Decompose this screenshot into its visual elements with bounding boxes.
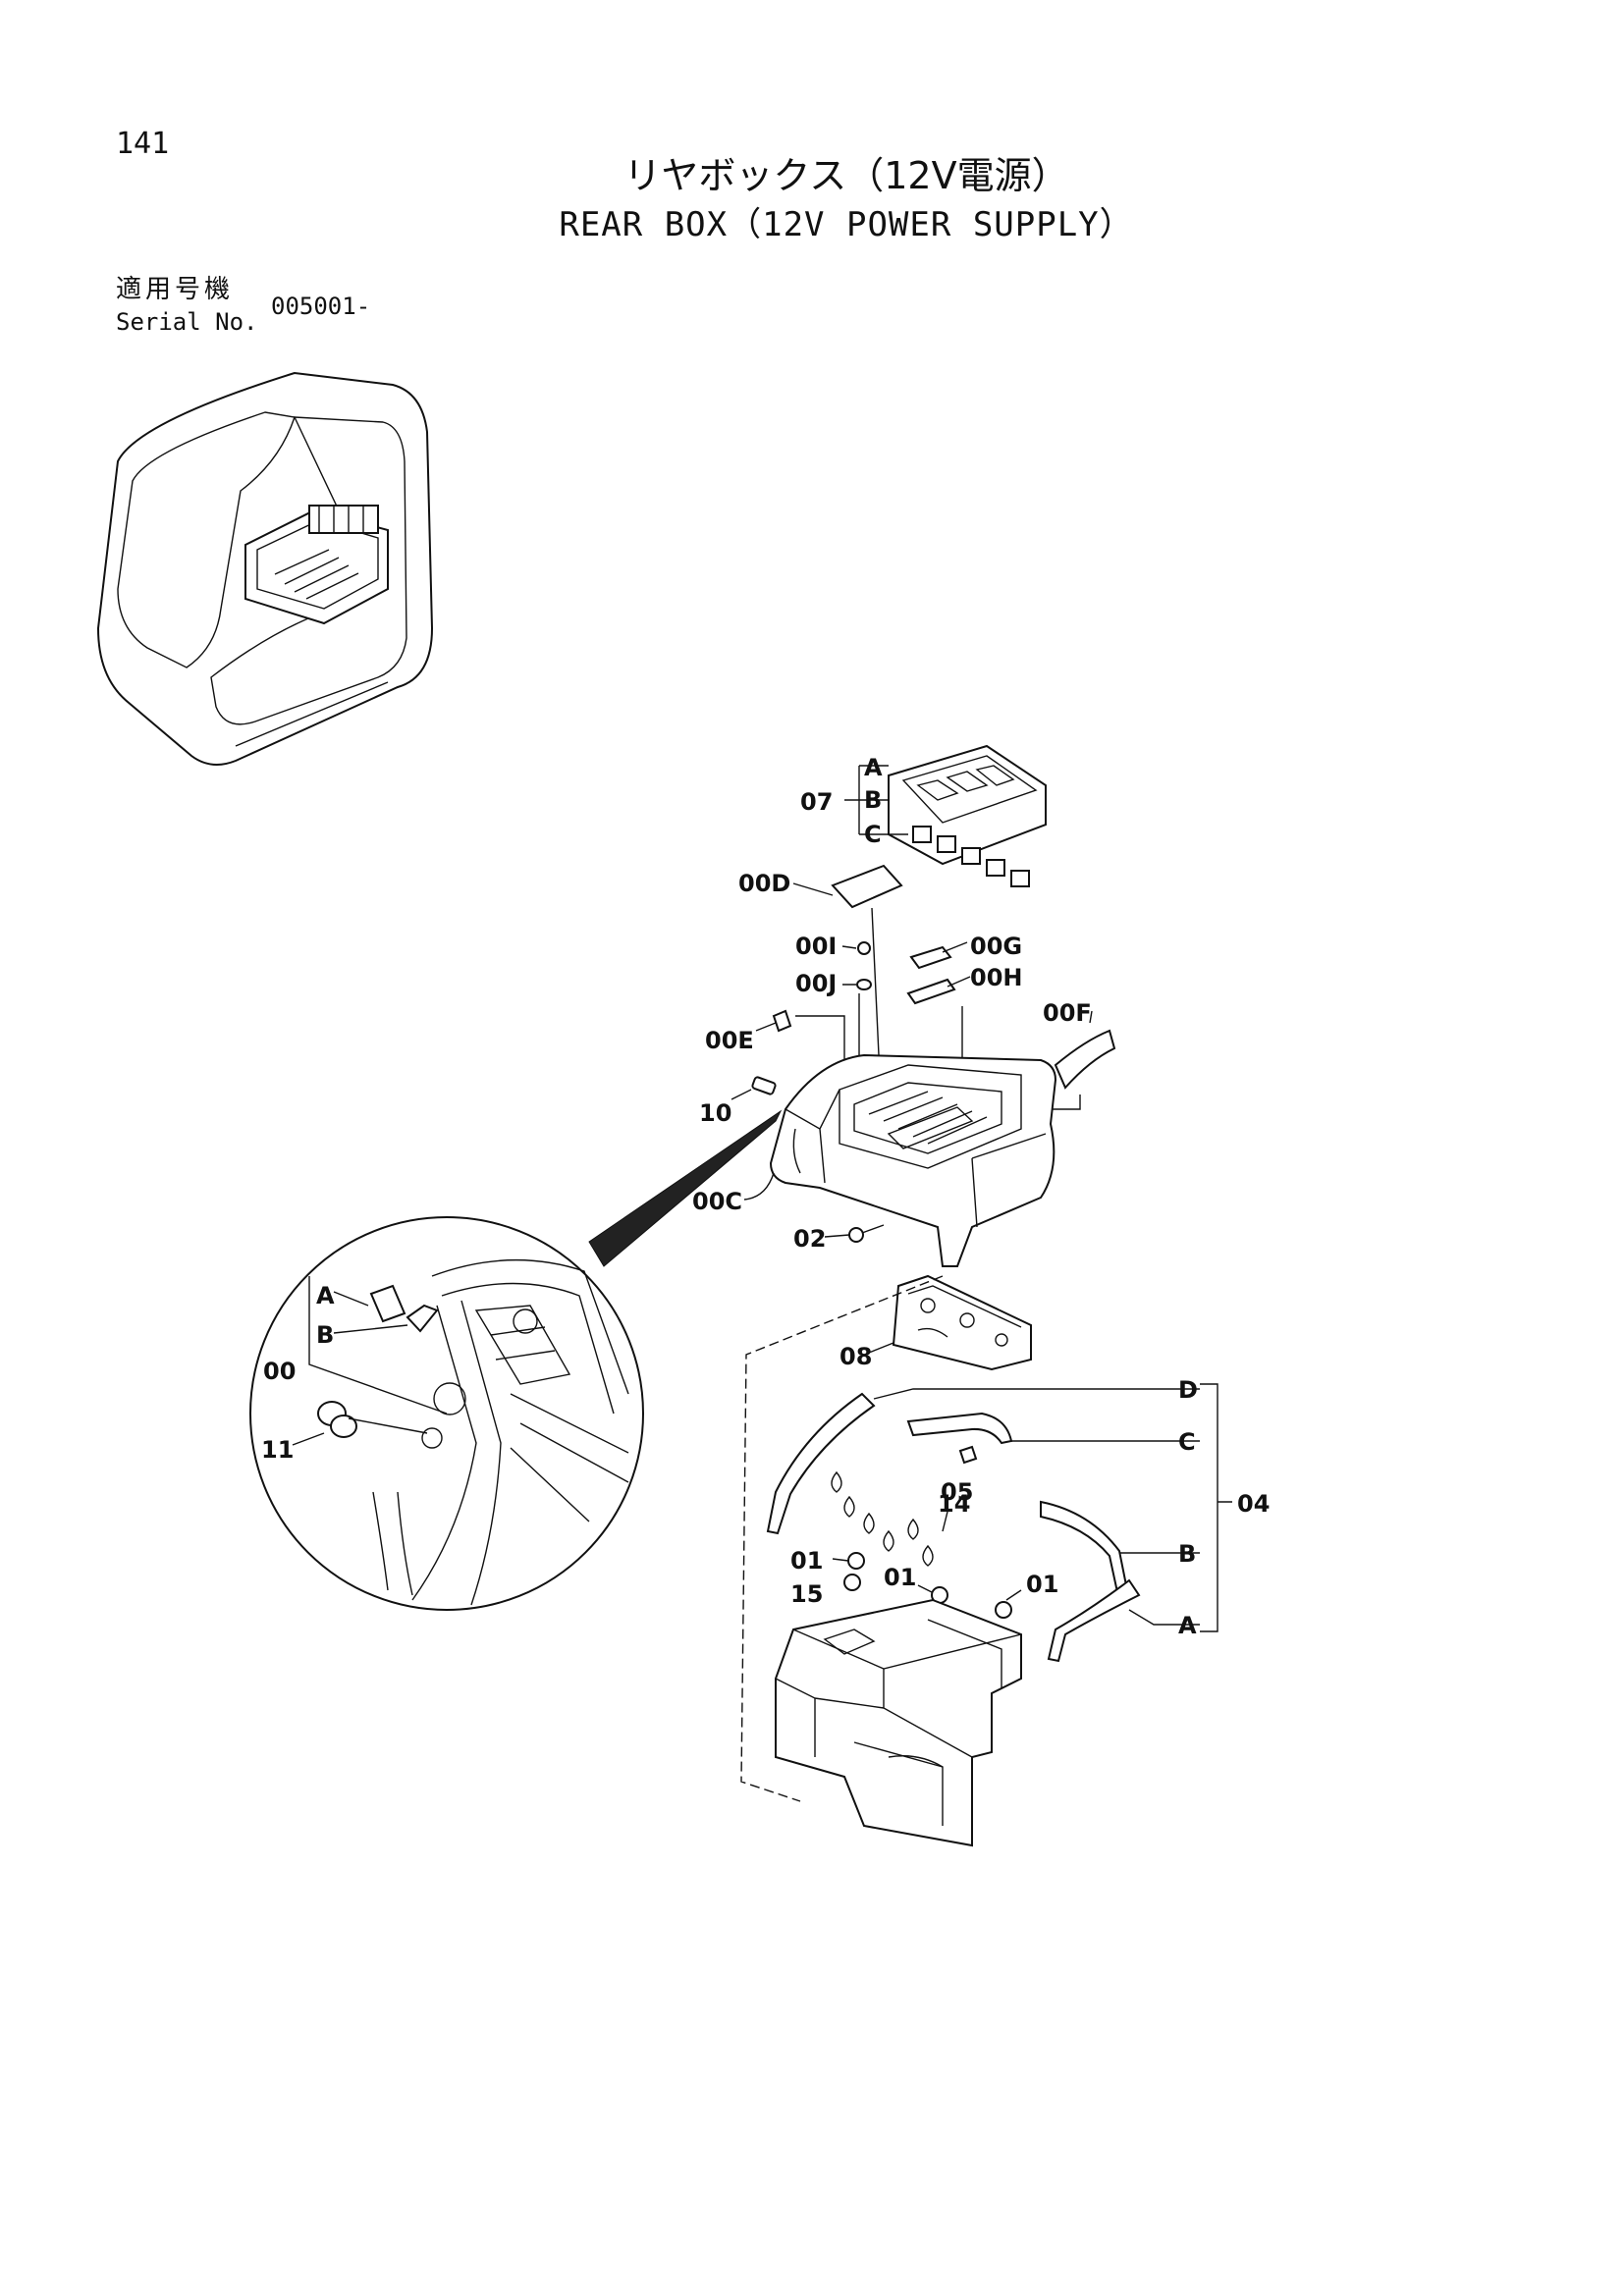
detail-magnified-view (249, 1216, 644, 1611)
callout-07: 07 (800, 788, 833, 816)
base-frame (775, 1598, 1022, 1847)
callout-04: 04 (1237, 1490, 1270, 1518)
part-14-clips (831, 1470, 934, 1567)
cab-overview-illustration (96, 371, 434, 766)
serial-label-japanese: 適用号機 (116, 275, 235, 304)
detail-callout-00: 00 (263, 1358, 296, 1385)
callout-04-C: C (1178, 1428, 1196, 1456)
part-00G (909, 945, 952, 970)
part-00E (772, 1009, 792, 1033)
detail-callout-A: A (316, 1282, 335, 1309)
callout-02: 02 (793, 1225, 826, 1253)
part-07-relay-box (888, 744, 1047, 887)
callout-00E: 00E (705, 1027, 754, 1054)
rear-box-body (769, 1053, 1057, 1267)
detail-callout-wedge (588, 1109, 783, 1267)
page-title-english: REAR BOX（12V POWER SUPPLY） (559, 205, 1134, 244)
callout-08: 08 (839, 1343, 872, 1370)
part-02-screw (848, 1224, 885, 1243)
callout-01-a: 01 (790, 1547, 823, 1575)
callout-00G: 00G (970, 933, 1022, 960)
part-00H (906, 978, 956, 1005)
part-00I (857, 941, 871, 955)
callout-01-b: 01 (884, 1564, 916, 1591)
serial-label-english: Serial No. (116, 308, 258, 336)
callout-00I: 00I (795, 933, 837, 960)
callout-00D: 00D (738, 870, 790, 897)
callout-00C: 00C (692, 1188, 742, 1215)
detail-part-A (369, 1284, 406, 1323)
part-05-clip (958, 1445, 978, 1465)
callout-07-C: C (864, 821, 882, 848)
callout-04-B: B (1178, 1540, 1196, 1568)
callout-15: 15 (790, 1580, 823, 1608)
part-15-bolt (843, 1574, 861, 1591)
callout-14: 14 (938, 1490, 970, 1518)
part-04-trims (766, 1392, 1141, 1663)
detail-callout-B: B (316, 1321, 334, 1349)
page-title-japanese: リヤボックス（12V電源） (623, 154, 1069, 197)
callout-05: 05 (941, 1478, 973, 1506)
part-00D-cover (831, 864, 903, 909)
callout-04-D: D (1178, 1376, 1198, 1404)
serial-number-value: 005001- (271, 293, 371, 320)
callout-07-A: A (864, 754, 883, 781)
assembly-outline (740, 1275, 944, 1802)
part-00J (856, 979, 872, 990)
callout-00F: 00F (1043, 999, 1092, 1027)
callout-10: 10 (699, 1099, 731, 1127)
part-10-bolt (751, 1076, 777, 1095)
callout-00J: 00J (795, 970, 837, 997)
page-number: 141 (116, 127, 170, 161)
callout-04-A: A (1178, 1612, 1197, 1639)
callout-07-B: B (864, 786, 882, 814)
callout-01-c: 01 (1026, 1571, 1058, 1598)
detail-part-11-plug (317, 1401, 357, 1438)
detail-callout-11: 11 (261, 1436, 294, 1464)
callout-00H: 00H (970, 964, 1022, 991)
part-00F (1054, 1029, 1116, 1090)
part-08-bracket (892, 1274, 1032, 1371)
detail-part-B (406, 1304, 439, 1333)
